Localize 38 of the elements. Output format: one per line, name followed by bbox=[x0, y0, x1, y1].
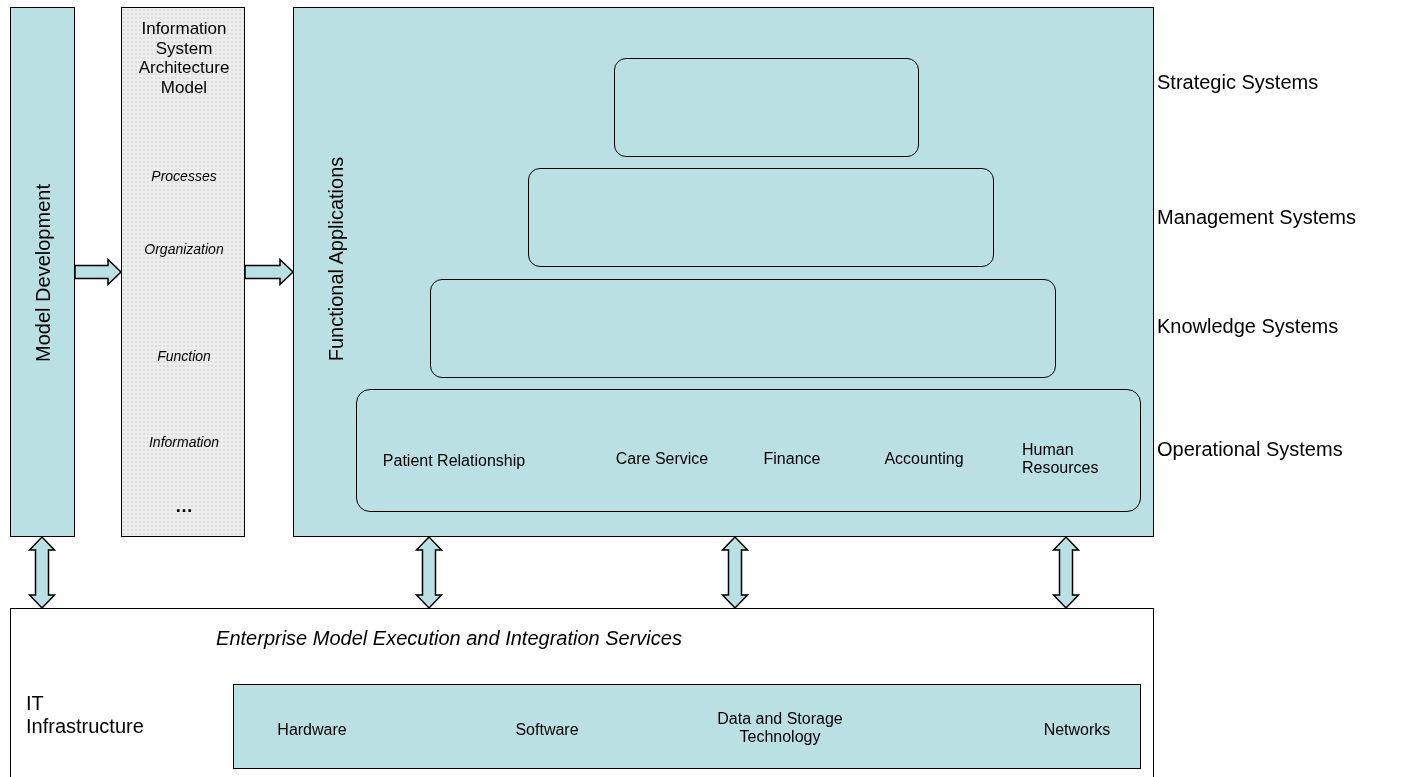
label: … bbox=[175, 495, 193, 517]
label: Patient Relationship bbox=[382, 451, 526, 471]
heading: Enterprise Model Execution and Integration Services bbox=[216, 626, 682, 650]
block-arrow bbox=[244, 257, 295, 287]
strategic-tier-box bbox=[614, 58, 919, 157]
it-infrastructure-panel bbox=[10, 608, 1154, 777]
label: Human Resources bbox=[1022, 440, 1100, 478]
block-arrow bbox=[414, 535, 444, 610]
label: Networks bbox=[1043, 720, 1111, 740]
block-arrow bbox=[74, 257, 123, 287]
tier-label: Strategic Systems bbox=[1157, 71, 1319, 94]
label: Organization bbox=[144, 240, 224, 258]
label: Data and Storage Technology bbox=[716, 709, 844, 747]
label: Model Development bbox=[31, 184, 55, 362]
heading: Information System Architecture Model bbox=[137, 18, 231, 98]
knowledge-tier-box bbox=[430, 279, 1056, 378]
model-development-bar bbox=[10, 7, 75, 537]
block-arrow bbox=[27, 535, 57, 610]
label: Care Service bbox=[615, 449, 709, 469]
operational-tier-box bbox=[356, 389, 1141, 512]
block-arrow bbox=[1051, 535, 1081, 610]
tier-label: Operational Systems bbox=[1157, 438, 1343, 461]
label: Software bbox=[515, 720, 579, 740]
label: Accounting bbox=[884, 449, 964, 469]
label: Function bbox=[157, 347, 211, 365]
label: Information bbox=[149, 433, 219, 451]
functional-applications-panel bbox=[293, 7, 1154, 537]
architecture-model-panel bbox=[121, 7, 245, 537]
block-arrow bbox=[720, 535, 750, 610]
label: Finance bbox=[763, 449, 821, 469]
label: Processes bbox=[151, 167, 217, 185]
label: IT Infrastructure bbox=[26, 692, 145, 738]
infrastructure-components-bar bbox=[233, 684, 1141, 769]
tier-label: Management Systems bbox=[1157, 206, 1356, 229]
label: Hardware bbox=[277, 720, 347, 740]
label: Functional Applications bbox=[324, 156, 348, 362]
management-tier-box bbox=[528, 168, 994, 267]
tier-label: Knowledge Systems bbox=[1157, 315, 1339, 338]
